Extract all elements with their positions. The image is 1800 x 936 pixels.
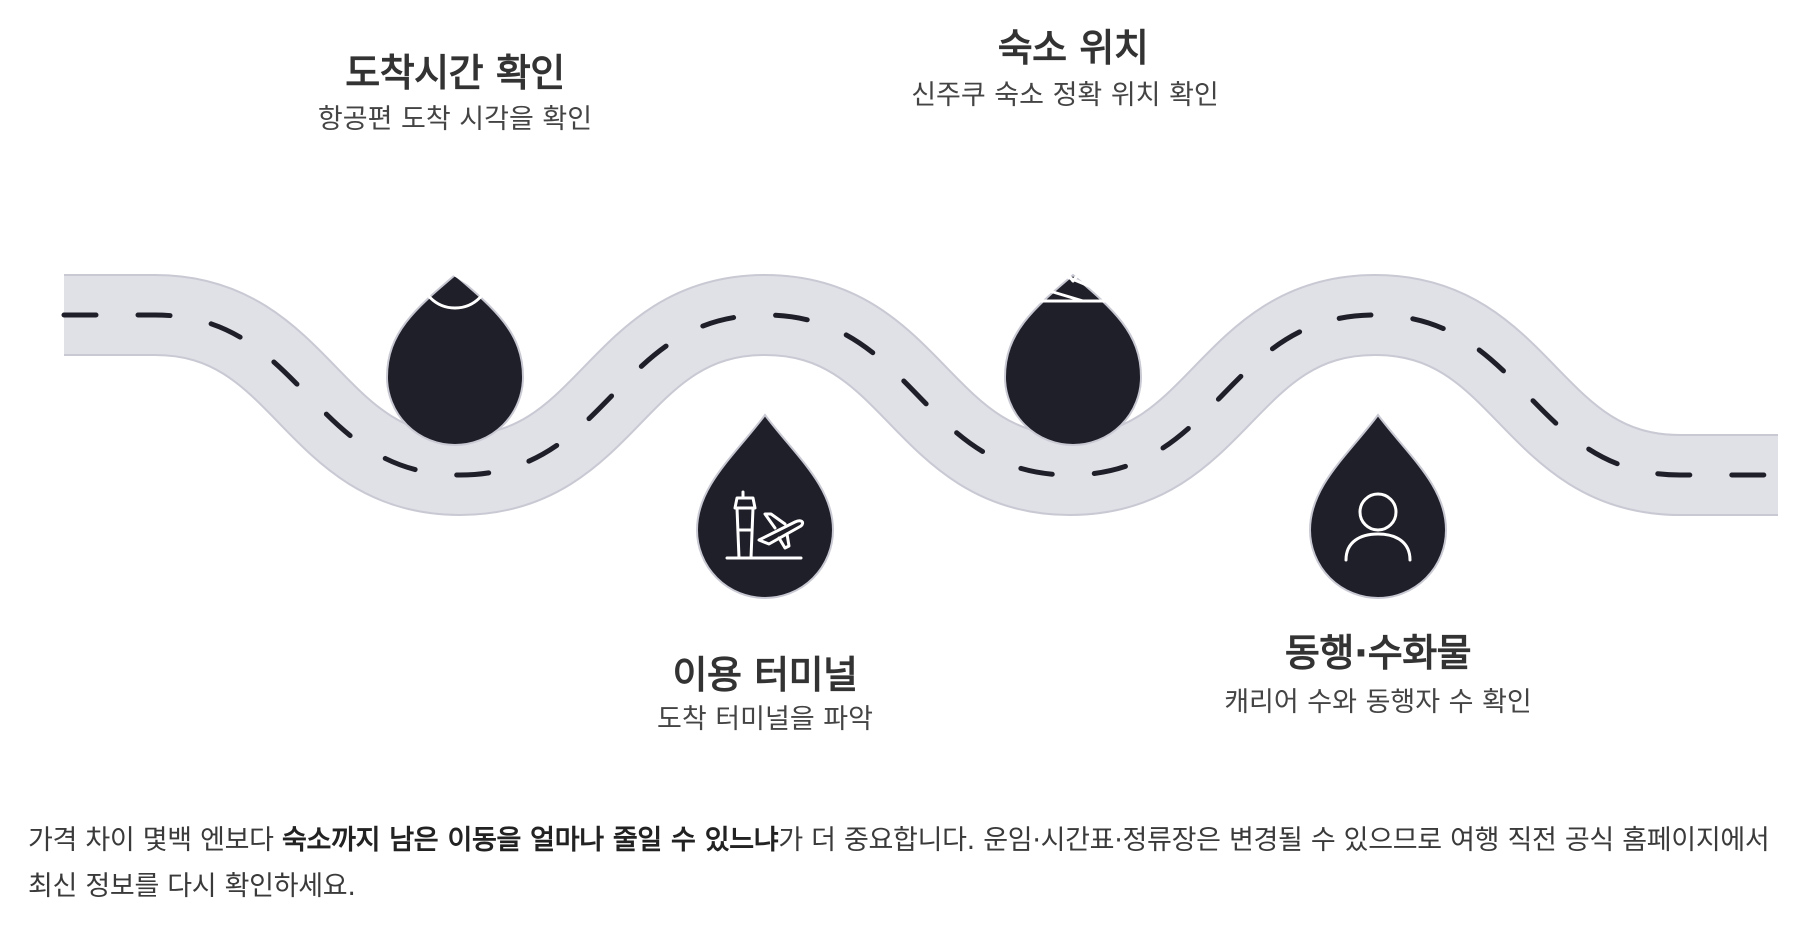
airport-terminal-icon xyxy=(725,490,805,560)
road xyxy=(64,276,1778,514)
marker-accommodation xyxy=(1003,273,1143,446)
marker-arrival-time xyxy=(385,273,525,446)
step-title-terminal: 이용 터미널 xyxy=(672,653,858,697)
step-title-companion-luggage: 동행·수화물 xyxy=(1284,631,1472,675)
map-pin-icon xyxy=(1039,239,1107,303)
step-title-accommodation: 숙소 위치 xyxy=(997,26,1149,70)
step-description-terminal: 도착 터미널을 파악 xyxy=(657,704,873,735)
road-center-line xyxy=(61,312,1781,478)
person-icon xyxy=(1344,492,1412,562)
footnote-emphasis: 숙소까지 남은 이동을 얼마나 줄일 수 있느냐 xyxy=(282,825,779,856)
step-title-arrival-time: 도착시간 확인 xyxy=(345,51,565,95)
step-description-companion-luggage: 캐리어 수와 동행자 수 확인 xyxy=(1224,687,1532,718)
marker-terminal xyxy=(695,413,835,599)
footnote-lead: 가격 차이 몇백 엔보다 xyxy=(28,825,282,856)
footnote-paragraph: 가격 차이 몇백 엔보다 숙소까지 남은 이동을 얼마나 줄일 수 있느냐가 더… xyxy=(28,818,1788,910)
step-description-arrival-time: 항공편 도착 시각을 확인 xyxy=(317,104,593,135)
clock-icon xyxy=(418,236,492,310)
marker-companion-luggage xyxy=(1308,413,1448,599)
step-description-accommodation: 신주쿠 숙소 정확 위치 확인 xyxy=(911,80,1219,111)
footnote-tail: 가 더 중요합니다. 운임·시간표·정류장은 변경될 수 있으므로 여행 직전 … xyxy=(28,825,1770,902)
